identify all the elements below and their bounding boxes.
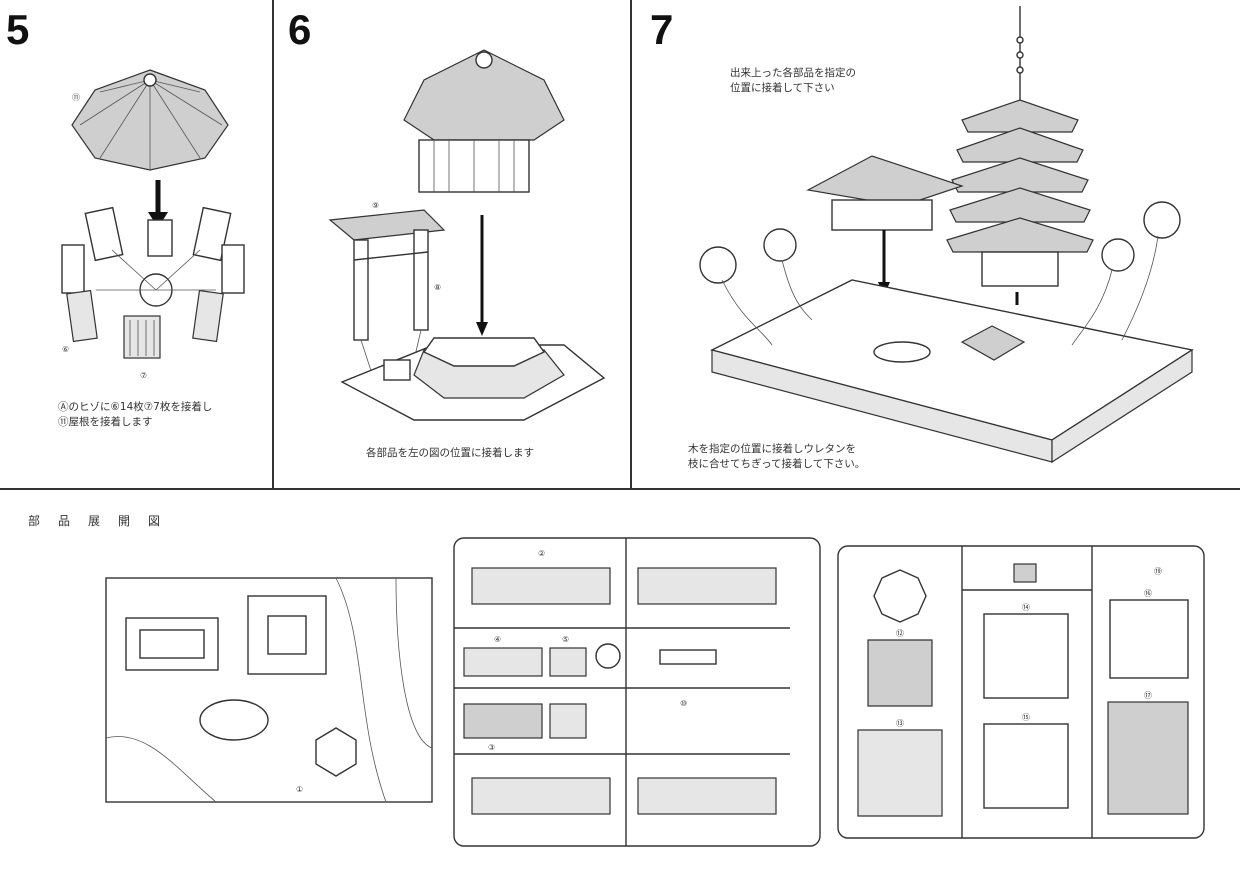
- part-label: ⑧: [434, 283, 441, 292]
- part-label: ⑦: [140, 371, 147, 380]
- part-label: ④: [494, 635, 501, 644]
- part-label: ⑫: [896, 629, 904, 638]
- part-label: ⑩: [680, 699, 687, 708]
- step-6-panel: 6 ⑨ ⑧ 各部品を左の図の位置に接着します: [274, 0, 630, 488]
- parts-section-title: 部品展開図: [28, 514, 179, 528]
- step-number: 6: [288, 6, 312, 53]
- wall-panels: ⑥ ⑦: [61, 206, 245, 380]
- step-7-top-caption: 出来上った各部品を指定の 位置に接着して下さい: [730, 67, 856, 94]
- part-label: ①: [296, 785, 303, 794]
- step-7-illustration: [699, 6, 1194, 464]
- step-6-caption: 各部品を左の図の位置に接着します: [366, 447, 534, 459]
- step-5-illustration: ⑪ ⑥ ⑦: [61, 69, 245, 380]
- part-label: ②: [538, 549, 545, 558]
- octagonal-roof: ⑪: [71, 69, 229, 171]
- step-number: 7: [650, 6, 674, 53]
- part-label: ⑮: [1022, 713, 1030, 722]
- divider: [0, 488, 1240, 490]
- part-label: ⑨: [372, 201, 379, 210]
- part-label: ⑰: [1144, 691, 1152, 700]
- step-7-panel: 7 出来上った各部品を指定の 位置に接着して下さい: [632, 0, 1240, 488]
- part-label: ⑯: [1144, 589, 1152, 598]
- part-label: ⑤: [562, 635, 569, 644]
- divider: [630, 0, 632, 488]
- trees: [699, 201, 1181, 346]
- step-5-panel: 5 ⑪ ⑥: [0, 0, 272, 488]
- hall: [806, 155, 964, 296]
- step-5-caption: Ⓐのヒゾに⑥14枚⑦7枚を接着し ⑪屋根を接着します: [58, 401, 213, 428]
- part-label: ⑲: [1154, 567, 1162, 576]
- pagoda: [946, 6, 1094, 305]
- parts-sprue-2: ⑫ ⑬ ⑭ ⑮ ⑯ ⑰ ⑲: [837, 545, 1205, 839]
- step-6-illustration: ⑨ ⑧: [328, 49, 606, 421]
- part-label: ③: [488, 743, 495, 752]
- site-plan: ①: [105, 577, 433, 803]
- step-number: 5: [6, 6, 30, 53]
- step-7-bottom-caption: 木を指定の位置に接着しウレタンを 枝に合せてちぎって接着して下さい。: [688, 443, 866, 470]
- part-label: ⑭: [1022, 603, 1030, 612]
- part-label: ⑪: [72, 93, 80, 102]
- divider: [272, 0, 274, 488]
- part-label: ⑬: [896, 719, 904, 728]
- parts-sprue-1: ② ④ ⑤ ③ ⑩: [453, 537, 821, 847]
- part-label: ⑥: [62, 345, 69, 354]
